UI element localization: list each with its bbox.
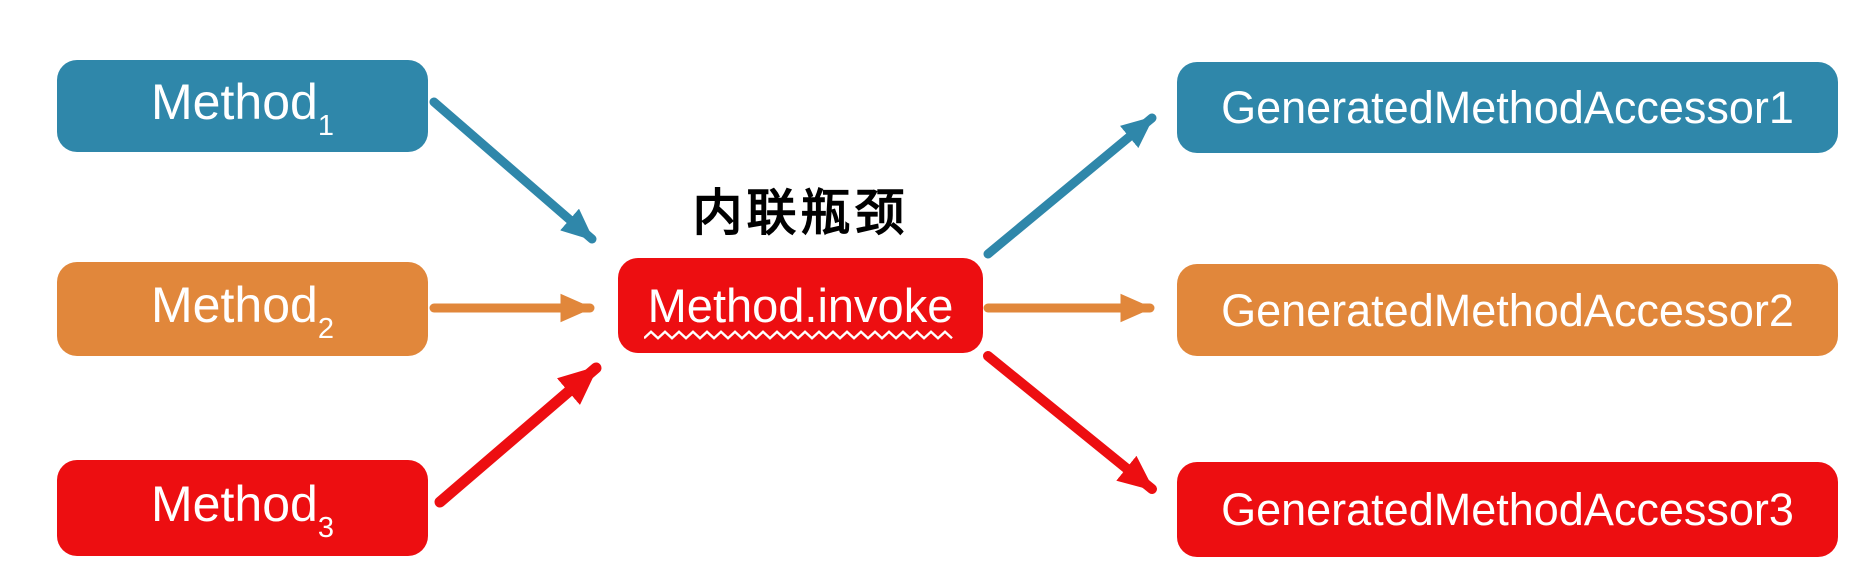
method2-node: Method2 (57, 262, 428, 356)
method2-subscript: 2 (317, 312, 334, 345)
method3-node: Method3 (57, 460, 428, 556)
method-invoke-label: Method.invoke (647, 279, 954, 332)
generated-method-accessor2-node: GeneratedMethodAccessor2 (1177, 264, 1838, 356)
generated-method-accessor1-label: GeneratedMethodAccessor1 (1221, 82, 1794, 133)
spellcheck-squiggle (643, 330, 953, 340)
method1-subscript: 1 (317, 109, 334, 142)
method1-label: Method1 (151, 73, 334, 142)
arrow-invoke-to-accessor1 (983, 113, 1157, 259)
arrow-method3-to-invoke (434, 362, 602, 508)
method3-label: Method3 (151, 475, 334, 544)
generated-method-accessor3-label: GeneratedMethodAccessor3 (1221, 484, 1794, 535)
method3-subscript: 3 (317, 511, 334, 544)
arrow-invoke-to-accessor3 (983, 351, 1157, 494)
method2-label: Method2 (151, 276, 334, 345)
method1-node: Method1 (57, 60, 428, 152)
arrow-method1-to-invoke (429, 97, 597, 244)
generated-method-accessor3-node: GeneratedMethodAccessor3 (1177, 462, 1838, 557)
generated-method-accessor1-node: GeneratedMethodAccessor1 (1177, 62, 1838, 153)
inline-bottleneck-title: 内联瓶颈 (692, 185, 909, 241)
method-invoke-node: Method.invoke (618, 258, 983, 353)
generated-method-accessor2-label: GeneratedMethodAccessor2 (1221, 284, 1794, 336)
